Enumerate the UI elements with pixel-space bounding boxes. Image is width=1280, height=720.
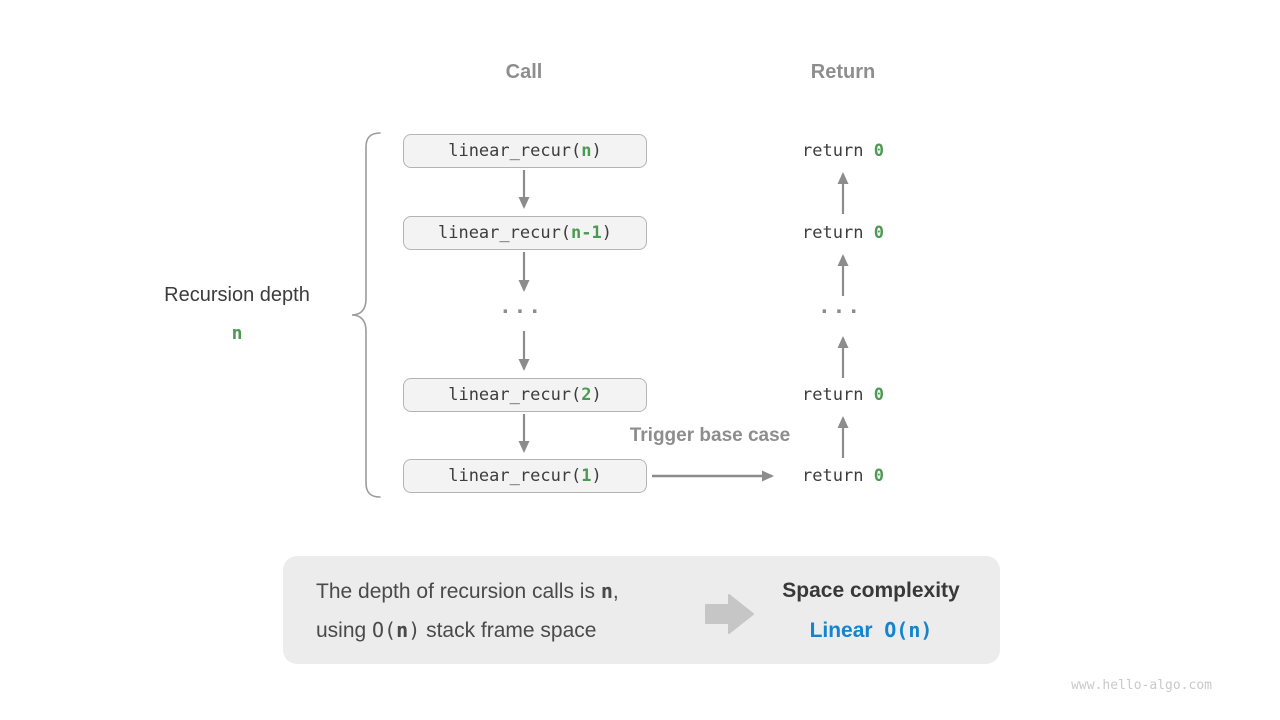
- summary-panel: The depth of recursion calls is n, using…: [283, 556, 1000, 664]
- call-ellipsis: ...: [501, 292, 546, 319]
- return-column-header: Return: [810, 61, 876, 83]
- return-row-4-text: return 0: [802, 466, 884, 486]
- call-box-1: linear_recur(1): [403, 459, 647, 493]
- return-row-2-text: return 0: [802, 223, 884, 243]
- space-complexity-value: Linear O(n): [809, 618, 933, 642]
- call-box-2-text: linear_recur(2): [448, 385, 602, 405]
- summary-line-2: using O(n) stack frame space: [316, 618, 597, 642]
- call-column-header: Call: [505, 61, 543, 83]
- recursion-depth-brace-icon: [351, 132, 381, 498]
- call-box-1-text: linear_recur(1): [448, 466, 602, 486]
- call-box-n-1: linear_recur(n-1): [403, 216, 647, 250]
- watermark-hello-algo: www.hello-algo.com: [1071, 678, 1212, 693]
- return-ellipsis: ...: [820, 292, 865, 319]
- recursion-depth-label: Recursion depth: [164, 284, 310, 306]
- space-complexity-title: Space complexity: [782, 579, 960, 602]
- call-box-n-1-text: linear_recur(n-1): [437, 223, 613, 243]
- summary-line-1: The depth of recursion calls is n,: [316, 579, 619, 603]
- recursion-depth-value: n: [231, 323, 243, 344]
- call-box-2: linear_recur(2): [403, 378, 647, 412]
- return-row-1-text: return 0: [802, 141, 884, 161]
- call-box-n: linear_recur(n): [403, 134, 647, 168]
- return-row-1: return 0: [753, 137, 933, 165]
- return-row-3-text: return 0: [802, 385, 884, 405]
- return-row-4: return 0: [753, 462, 933, 490]
- return-row-3: return 0: [753, 381, 933, 409]
- return-row-2: return 0: [753, 219, 933, 247]
- call-box-n-text: linear_recur(n): [448, 141, 602, 161]
- trigger-base-case-label: Trigger base case: [629, 425, 791, 446]
